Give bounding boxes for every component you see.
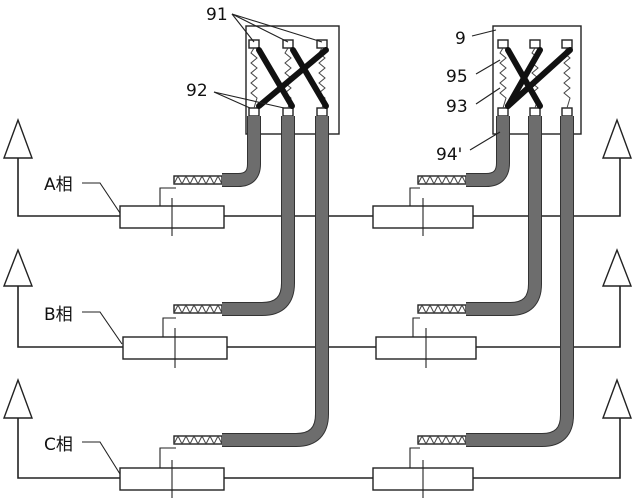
phase-c-line [17,418,621,479]
arrow-right-c [601,377,633,419]
arrow-right-b [601,248,633,287]
arrow-right-a [601,117,633,159]
label-93: 93 [446,97,468,117]
label-95: 95 [446,67,468,87]
joint-boxes [119,198,477,498]
right-terminal-top-1 [497,39,509,49]
ground-arrows [2,117,633,419]
right-terminal-bot-1 [497,107,509,117]
left-terminal-bot-1 [248,107,260,117]
left-terminal-bot-2 [282,107,294,117]
label-phase-c: C相 [44,435,73,455]
label-phase-b: B相 [44,305,73,325]
label-92: 92 [186,81,208,101]
arrow-left-a [2,117,34,159]
arrow-left-c [2,377,34,419]
label-9: 9 [455,29,466,49]
left-terminal-top-2 [282,39,294,49]
bonding-leads [159,187,420,468]
label-phase-a: A相 [44,175,73,195]
right-terminal-top-2 [529,39,541,49]
right-terminal-bot-2 [529,107,541,117]
right-terminal-top-3 [561,39,573,49]
labels: A相 B相 C相 91 92 9 95 93 94' [44,5,468,455]
label-94: 94' [436,145,462,165]
right-cables [466,116,574,447]
label-91: 91 [206,5,228,25]
arrow-left-b [2,248,34,287]
leader-lines [82,13,501,475]
left-terminal-bot-3 [316,107,328,117]
left-cables [222,116,329,447]
right-terminal-bot-3 [561,107,573,117]
cable-heads [173,174,467,446]
